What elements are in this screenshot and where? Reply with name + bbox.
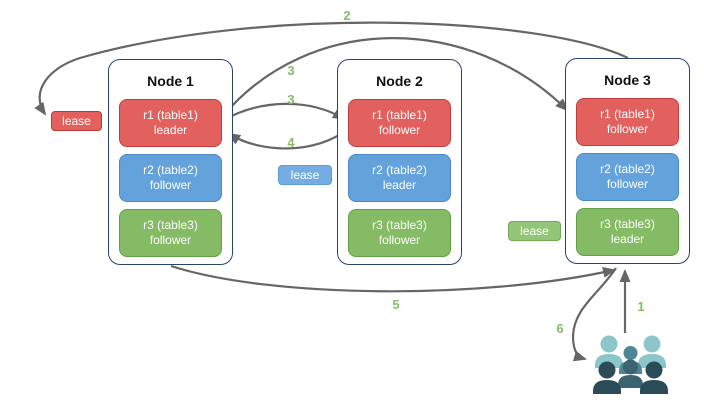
step-label-5: 5	[392, 297, 400, 312]
arrow-step-3-to-node3	[221, 37, 569, 118]
replica-box-n3-r2: r2 (table2) follower	[576, 153, 679, 201]
lease-badge-red: lease	[51, 111, 102, 131]
step-label-4: 4	[287, 135, 295, 150]
arrow-step-4	[227, 128, 349, 150]
replica-role: leader	[610, 232, 645, 246]
replica-box-n1-r1: r1 (table1) leader	[119, 99, 222, 147]
replica-role: follower	[378, 233, 421, 247]
replica-box-n2-r2: r2 (table2) leader	[348, 154, 451, 202]
replica-name: r3 (table3)	[600, 217, 655, 231]
step-label-2: 2	[343, 8, 351, 23]
replica-name: r1 (table1)	[600, 107, 655, 121]
lease-badge-blue: lease	[278, 165, 332, 185]
replica-box-n2-r1: r1 (table1) follower	[348, 99, 451, 147]
replica-name: r1 (table1)	[143, 108, 198, 122]
arrow-step-2	[34, 21, 629, 116]
node-title: Node 3	[604, 72, 651, 88]
replica-role: leader	[382, 178, 417, 192]
replica-name: r3 (table3)	[372, 218, 427, 232]
node-box-2: Node 2 r1 (table1) follower r2 (table2) …	[337, 59, 462, 265]
replica-box-n1-r3: r3 (table3) follower	[119, 209, 222, 257]
replica-role: follower	[378, 123, 421, 137]
replica-role: follower	[606, 177, 649, 191]
replica-box-n3-r3: r3 (table3) leader	[576, 208, 679, 256]
step-label-3a: 3	[287, 63, 295, 78]
arrow-step-6	[571, 267, 617, 362]
lease-badge-green: lease	[508, 221, 561, 241]
replica-name: r2 (table2)	[372, 163, 427, 177]
arrow-step-5	[170, 264, 616, 293]
arrow-step-3-to-node2	[221, 102, 346, 122]
node-title: Node 2	[376, 73, 423, 89]
node-box-3: Node 3 r1 (table1) follower r2 (table2) …	[565, 58, 690, 264]
replica-role: leader	[153, 123, 188, 137]
step-label-6: 6	[556, 321, 564, 336]
replica-box-n1-r2: r2 (table2) follower	[119, 154, 222, 202]
replica-role: follower	[606, 122, 649, 136]
replica-role: follower	[149, 233, 192, 247]
users-group-icon	[593, 335, 668, 394]
step-label-1: 1	[637, 299, 645, 314]
replica-name: r1 (table1)	[372, 108, 427, 122]
step-label-3b: 3	[287, 92, 295, 107]
replica-name: r2 (table2)	[143, 163, 198, 177]
node-box-1: Node 1 r1 (table1) leader r2 (table2) fo…	[108, 59, 233, 265]
replica-box-n3-r1: r1 (table1) follower	[576, 98, 679, 146]
replica-role: follower	[149, 178, 192, 192]
replica-box-n2-r3: r3 (table3) follower	[348, 209, 451, 257]
node-title: Node 1	[147, 73, 194, 89]
replica-name: r2 (table2)	[600, 162, 655, 176]
replica-name: r3 (table3)	[143, 218, 198, 232]
